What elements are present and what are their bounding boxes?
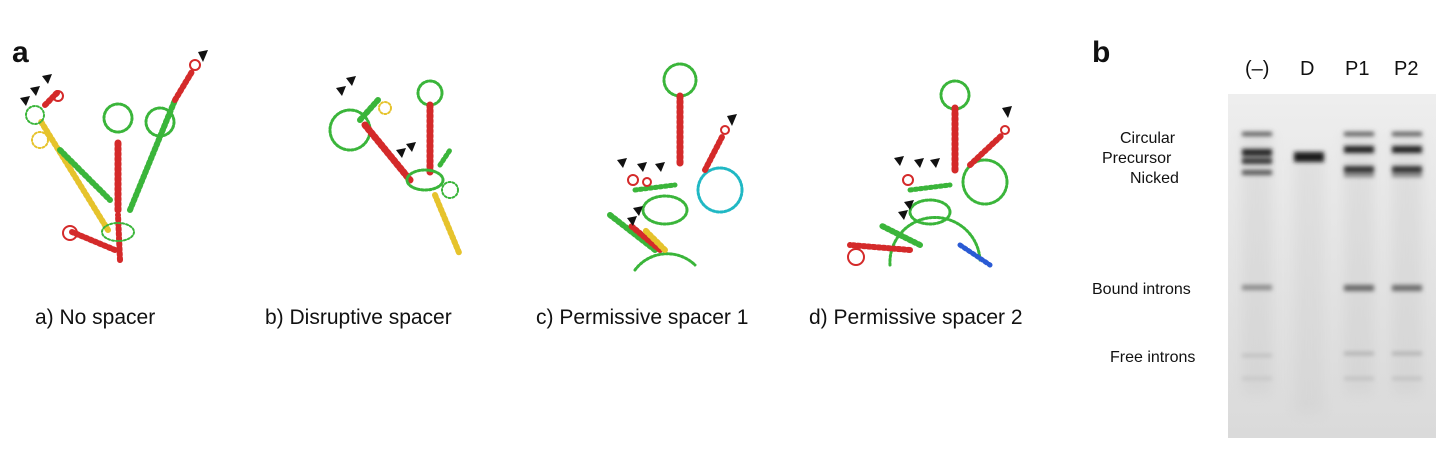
caption-disruptive-spacer: b) Disruptive spacer — [265, 306, 452, 329]
rna-structure-disruptive-spacer — [328, 76, 463, 258]
gel-image — [1228, 94, 1436, 438]
rna-structure-no-spacer — [20, 50, 208, 263]
panel-letter-a: a — [12, 36, 29, 69]
caption-permissive-spacer-1: c) Permissive spacer 1 — [536, 306, 749, 329]
band-label-bound-introns: Bound introns — [1092, 281, 1191, 298]
rna-structure-permissive-spacer-2 — [847, 79, 1012, 268]
panel-letter-b: b — [1092, 36, 1111, 69]
lane-label-p1: P1 — [1345, 58, 1370, 80]
band-label-circular: Circular — [1120, 130, 1176, 147]
band-label-nicked: Nicked — [1130, 170, 1179, 187]
caption-no-spacer: a) No spacer — [35, 306, 156, 329]
gel-bands — [1242, 132, 1422, 414]
rna-structure-permissive-spacer-1 — [607, 62, 744, 272]
lane-label-p2: P2 — [1394, 58, 1419, 80]
caption-permissive-spacer-2: d) Permissive spacer 2 — [809, 306, 1023, 329]
lane-label-minus: (–) — [1245, 58, 1270, 80]
lane-label-d: D — [1300, 58, 1315, 80]
band-label-free-introns: Free introns — [1110, 349, 1196, 366]
band-label-precursor: Precursor — [1102, 150, 1172, 167]
